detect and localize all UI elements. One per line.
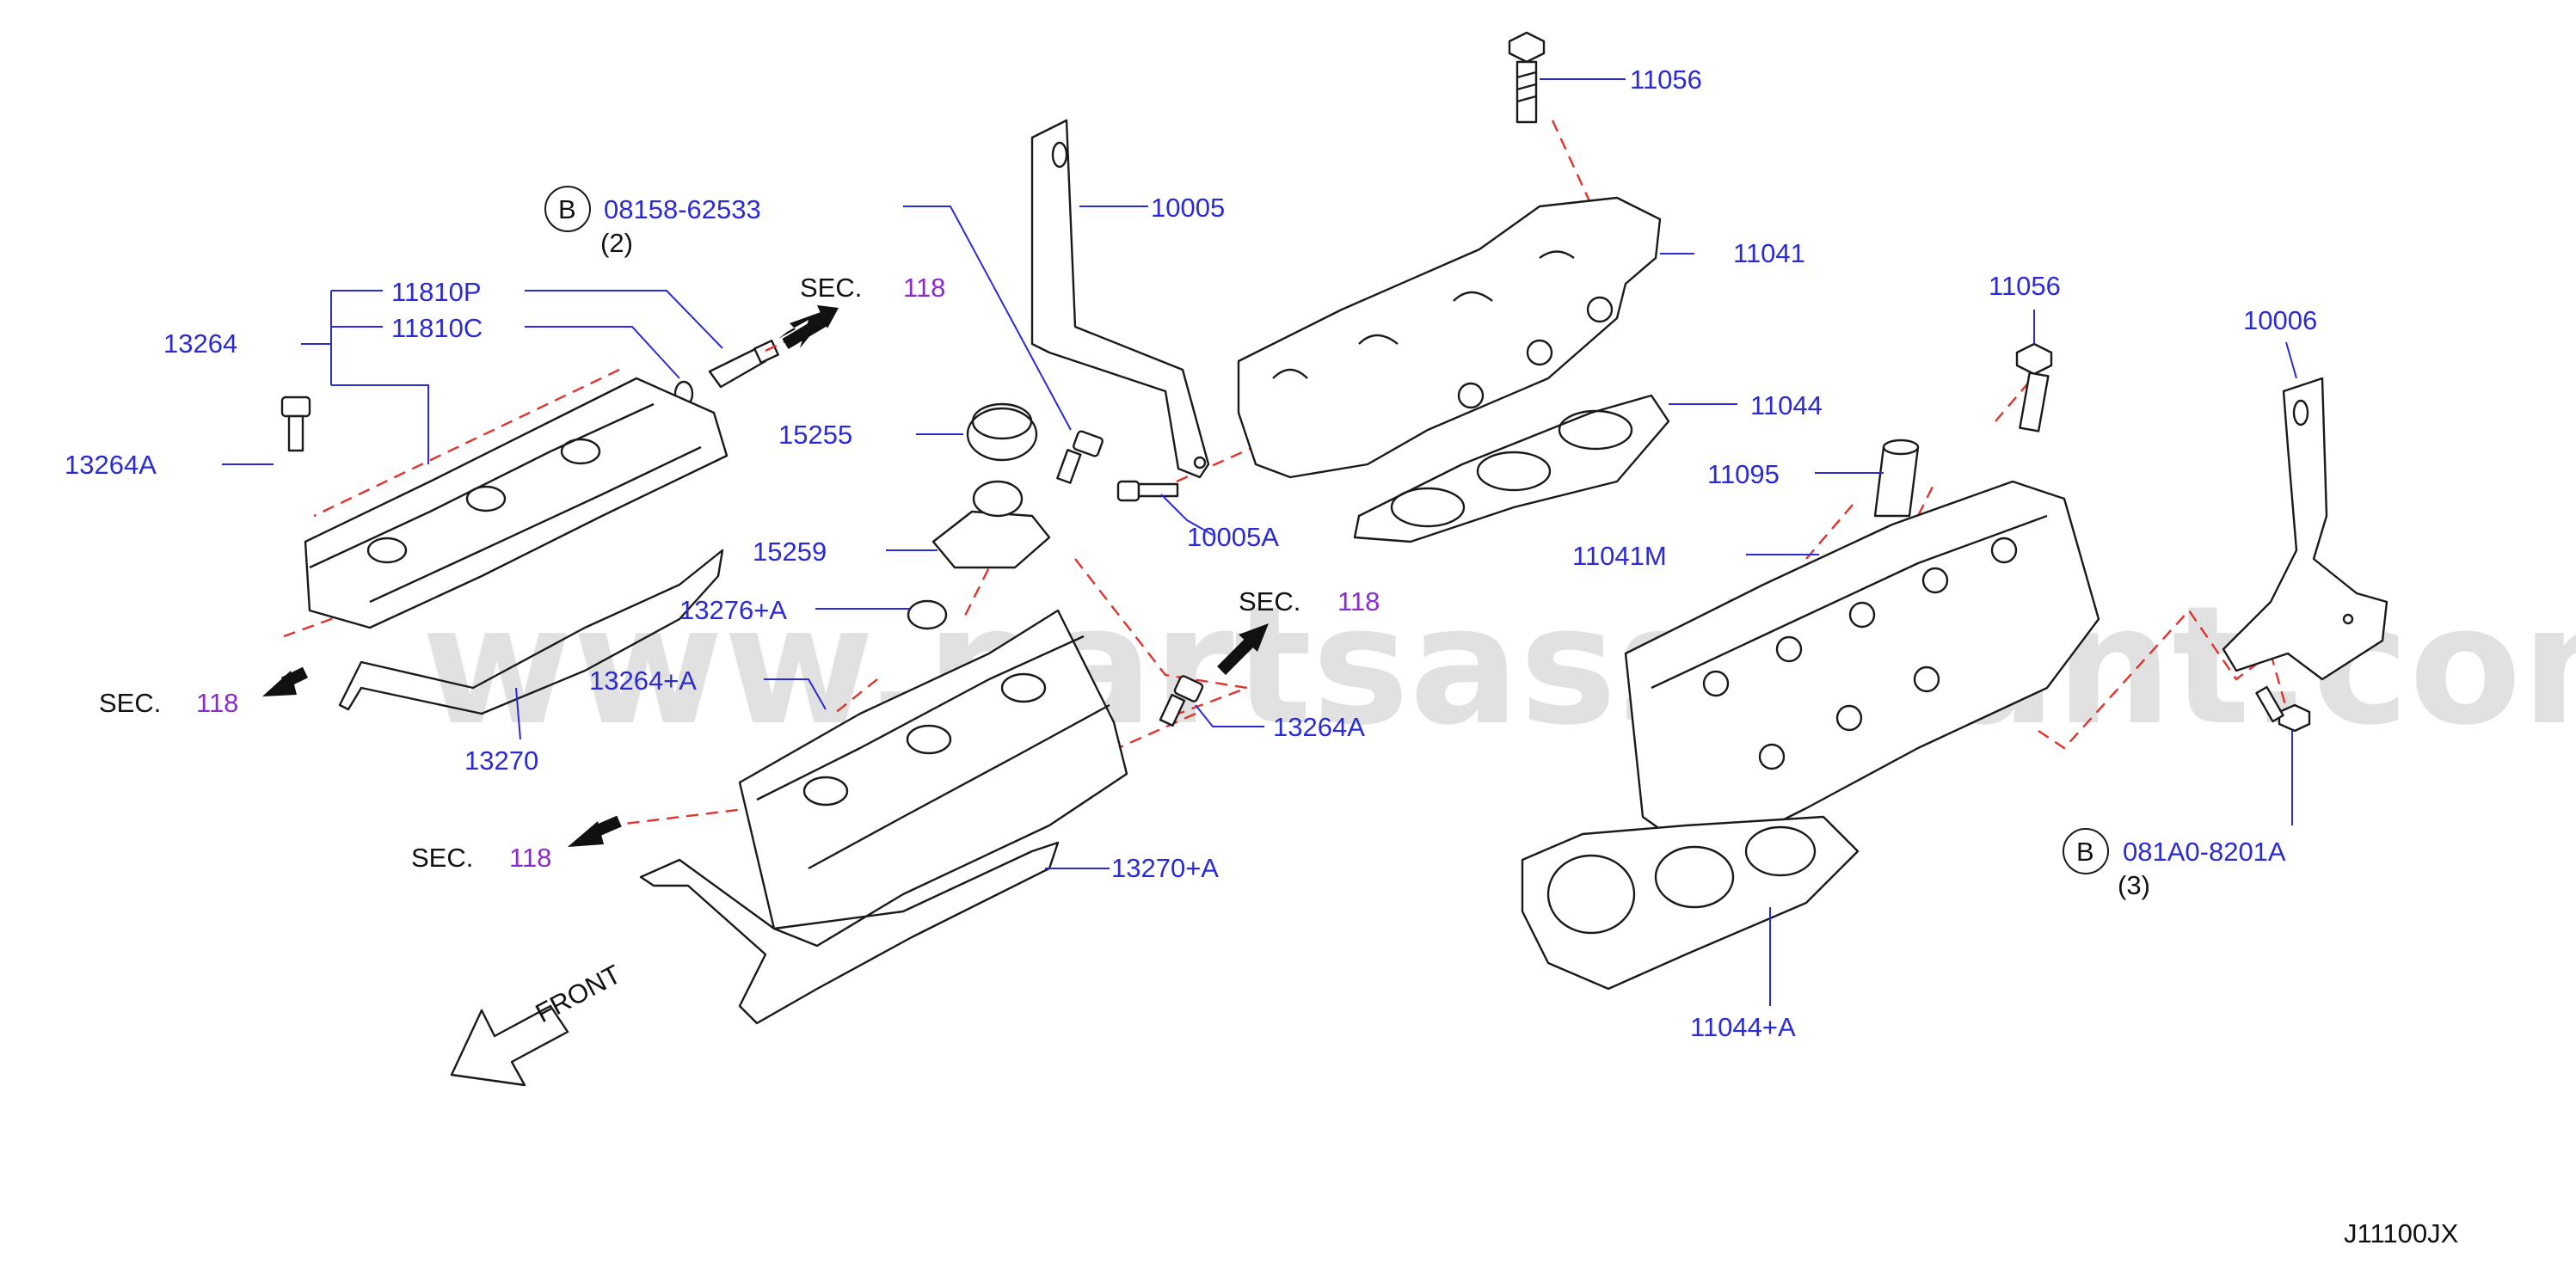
bolt-near-15259 xyxy=(1056,430,1104,484)
label-11044: 11044 xyxy=(1750,390,1823,420)
label-15255: 15255 xyxy=(778,420,852,450)
label-13270: 13270 xyxy=(464,745,538,776)
label-13264plusA: 13264+A xyxy=(589,666,697,696)
bolt-11056-right xyxy=(2015,342,2053,432)
rocker-cover-13264 xyxy=(304,377,729,629)
head-gasket-11044A xyxy=(1521,815,1860,991)
cap-15255 xyxy=(966,402,1038,462)
qty-08158: (2) xyxy=(600,228,633,258)
label-10005A: 10005A xyxy=(1187,522,1279,552)
label-081A0-8201A: 081A0-8201A xyxy=(2123,837,2286,867)
label-08158-62533: 08158-62533 xyxy=(604,194,761,224)
bolt-11056-top xyxy=(1508,31,1546,124)
sensor-11810P xyxy=(708,339,779,389)
label-13264: 13264 xyxy=(163,328,237,359)
label-13270plusA: 13270+A xyxy=(1111,853,1219,883)
label-11056-right: 11056 xyxy=(1989,271,2061,301)
plug-13276A xyxy=(907,599,948,630)
bracket-10006 xyxy=(2222,377,2388,681)
label-13276A: 13276+A xyxy=(679,595,787,625)
label-11095: 11095 xyxy=(1707,459,1780,489)
bolt-081A0 xyxy=(2255,685,2311,733)
badge-b-081A0: B xyxy=(2076,837,2094,867)
gasket-13270A xyxy=(639,841,1060,1025)
bracket-10005 xyxy=(1030,119,1210,479)
label-13264A-left: 13264A xyxy=(65,450,157,480)
bolt-10005A xyxy=(1116,480,1179,502)
sec-arrow-left xyxy=(262,666,309,696)
sec-arrow-mid-left xyxy=(568,815,622,847)
sec-number-mid-right: 118 xyxy=(1337,586,1380,617)
label-11810C: 11810C xyxy=(391,313,483,343)
cylinder-head-11041M xyxy=(1624,480,2100,862)
watermark: www.partsassistant.com xyxy=(421,571,2576,761)
leader-lines xyxy=(222,78,2297,1006)
label-15259: 15259 xyxy=(753,537,827,567)
sec-number-left: 118 xyxy=(196,688,238,718)
head-gasket-11044 xyxy=(1353,394,1670,543)
qty-081A0: (3) xyxy=(2118,870,2150,900)
sec-number-top: 118 xyxy=(903,273,945,303)
dowel-11095 xyxy=(1873,439,1920,518)
front-label: FRONT xyxy=(531,959,626,1028)
label-11041M: 11041M xyxy=(1572,541,1667,571)
bolt-13264A-left xyxy=(280,396,311,452)
label-11044plusA: 11044+A xyxy=(1690,1012,1796,1042)
rocker-cover-13264A xyxy=(738,609,1128,948)
badge-b-08158: B xyxy=(558,194,576,224)
sec-label-mid-right: SEC. xyxy=(1239,586,1300,617)
front-arrow-icon xyxy=(450,1004,569,1087)
badge-b-icon-right xyxy=(2063,828,2109,874)
label-10006: 10006 xyxy=(2243,305,2317,335)
diagram-code: J11100JX xyxy=(2344,1218,2459,1248)
sec-label-left: SEC. xyxy=(99,688,161,718)
label-13264A-mid: 13264A xyxy=(1273,712,1365,742)
label-11810P: 11810P xyxy=(391,277,482,307)
label-11056-top: 11056 xyxy=(1630,64,1702,95)
label-11041: 11041 xyxy=(1733,238,1805,268)
sec-arrow-mid-right xyxy=(1217,623,1269,675)
label-10005: 10005 xyxy=(1151,193,1225,223)
bolt-13264A-mid xyxy=(1159,675,1204,727)
fitting-15259 xyxy=(931,480,1051,569)
gasket-13270 xyxy=(338,549,724,715)
badge-b-icon xyxy=(544,186,591,232)
cylinder-head-11041 xyxy=(1237,196,1662,479)
sec-label-mid-left: SEC. xyxy=(411,843,473,873)
sec-label-top: SEC. xyxy=(800,273,862,303)
callout-labels: 11056 10005 11041 B 08158-62533 (2) SEC.… xyxy=(65,64,2459,1248)
sec-number-mid-left: 118 xyxy=(509,843,551,873)
sec-arrow-top xyxy=(765,305,839,353)
